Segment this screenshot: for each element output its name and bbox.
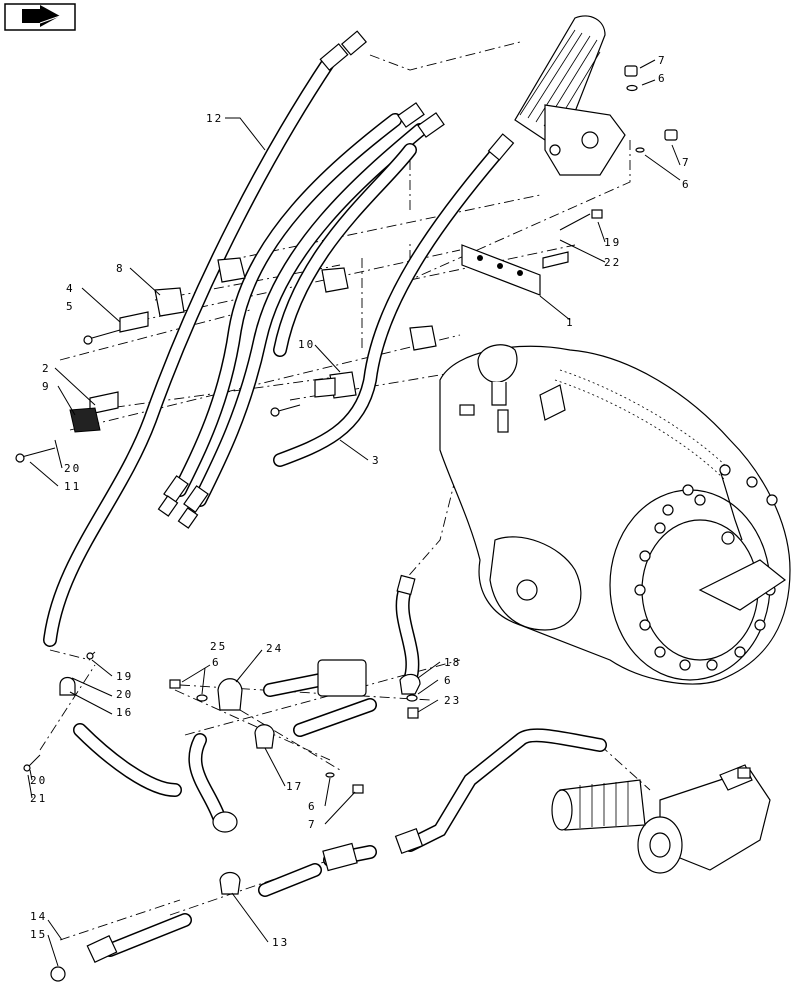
callout-17: 17 <box>286 780 303 793</box>
leader-lines <box>27 59 681 967</box>
callout-20: 20 <box>30 774 47 787</box>
callout-6: 6 <box>658 72 667 85</box>
callout-25: 25 <box>210 640 227 653</box>
bracket-1 <box>461 244 541 296</box>
callout-18: 18 <box>444 656 461 669</box>
callout-14: 14 <box>30 910 47 923</box>
hose-3 <box>273 133 515 467</box>
callout-2: 2 <box>42 362 51 375</box>
callout-1: 1 <box>566 316 575 329</box>
transmission-housing <box>439 344 791 685</box>
pedal-valve-assembly <box>514 15 626 176</box>
callout-6: 6 <box>308 800 317 813</box>
callout-6: 6 <box>682 178 691 191</box>
callout-7: 7 <box>682 156 691 169</box>
callout-16: 16 <box>116 706 133 719</box>
callout-19: 19 <box>116 670 133 683</box>
callout-20: 20 <box>116 688 133 701</box>
hose-to-pump <box>188 574 420 833</box>
clamps <box>59 257 437 895</box>
hose-upper-pair <box>157 102 445 529</box>
callout-7: 7 <box>658 54 667 67</box>
callout-6: 6 <box>444 674 453 687</box>
callout-6: 6 <box>212 656 221 669</box>
hose-lower-left <box>73 723 182 797</box>
tube-13 <box>86 728 607 964</box>
callout-24: 24 <box>266 642 283 655</box>
hardware <box>15 65 678 982</box>
callout-23: 23 <box>444 694 461 707</box>
callout-19: 19 <box>604 236 621 249</box>
callout-22: 22 <box>604 256 621 269</box>
callout-10: 10 <box>298 338 315 351</box>
callout-5: 5 <box>66 300 75 313</box>
callout-15: 15 <box>30 928 47 941</box>
view-arrow-icon[interactable] <box>4 3 76 31</box>
callout-20: 20 <box>64 462 81 475</box>
callout-7: 7 <box>308 818 317 831</box>
callout-labels: 12 7 6 7 6 19 22 1 8 4 5 10 2 9 20 11 3 … <box>30 54 691 949</box>
callout-4: 4 <box>66 282 75 295</box>
callout-21: 21 <box>30 792 47 805</box>
pump-assembly <box>551 764 771 874</box>
callout-9: 9 <box>42 380 51 393</box>
callout-13: 13 <box>272 936 289 949</box>
hose-12 <box>43 30 368 647</box>
callout-11: 11 <box>64 480 81 493</box>
callout-12: 12 <box>206 112 223 125</box>
callout-8: 8 <box>116 262 125 275</box>
callout-3: 3 <box>372 454 381 467</box>
